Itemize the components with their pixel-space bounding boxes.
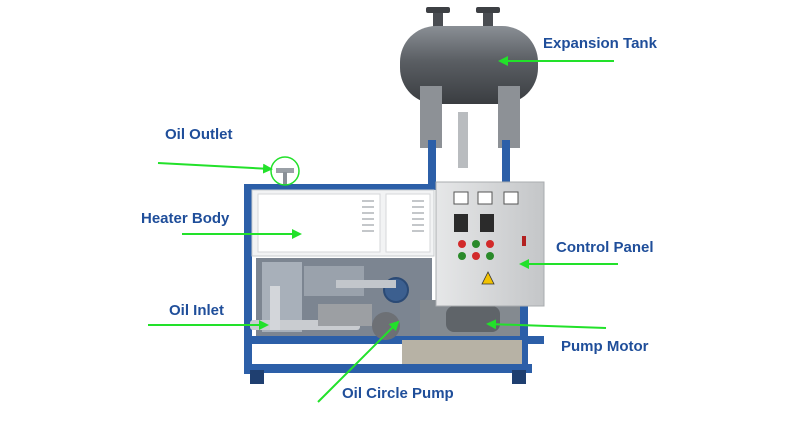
label-heater-body: Heater Body [141,210,230,227]
tank-pipe [458,112,468,168]
indicator-light [458,240,466,248]
label-control-panel: Control Panel [556,239,654,256]
cabinet-lock [522,236,526,246]
controller-2 [480,214,494,232]
tank-nozzle-right [483,9,493,29]
warning-icon [481,271,495,285]
heater-body [251,189,435,257]
piping-area [250,258,522,364]
arrow-pump-motor [486,319,607,330]
indicator-light [458,252,466,260]
label-oil-circle-pump: Oil Circle Pump [342,385,454,402]
label-pump-motor: Pump Motor [561,338,649,355]
callout-arrows [148,56,618,403]
machine-frame [244,140,544,384]
indicator-light [472,240,480,248]
tank-nozzle-left [433,9,443,29]
label-oil-inlet: Oil Inlet [169,302,225,319]
tank-body [400,26,538,104]
indicator-light [472,252,480,260]
label-oil-outlet: Oil Outlet [165,126,233,143]
meter-3 [503,191,519,205]
arrow-oil-outlet [157,162,273,174]
tank-leg-right [498,86,520,148]
control-panel-cabinet [435,181,545,307]
expansion-tank [400,7,538,168]
tank-nozzle-right-cap [476,7,500,13]
indicator-light [486,240,494,248]
controller-1 [454,214,468,232]
meter-1 [453,191,469,205]
meter-2 [477,191,493,205]
oil-outlet-fitting [270,156,300,186]
tank-leg-left [420,86,442,148]
indicator-light [486,252,494,260]
arrow-oil-circle-pump [317,320,400,403]
tank-nozzle-left-cap [426,7,450,13]
indicator-lights [458,240,494,260]
label-expansion-tank: Expansion Tank [543,35,657,52]
